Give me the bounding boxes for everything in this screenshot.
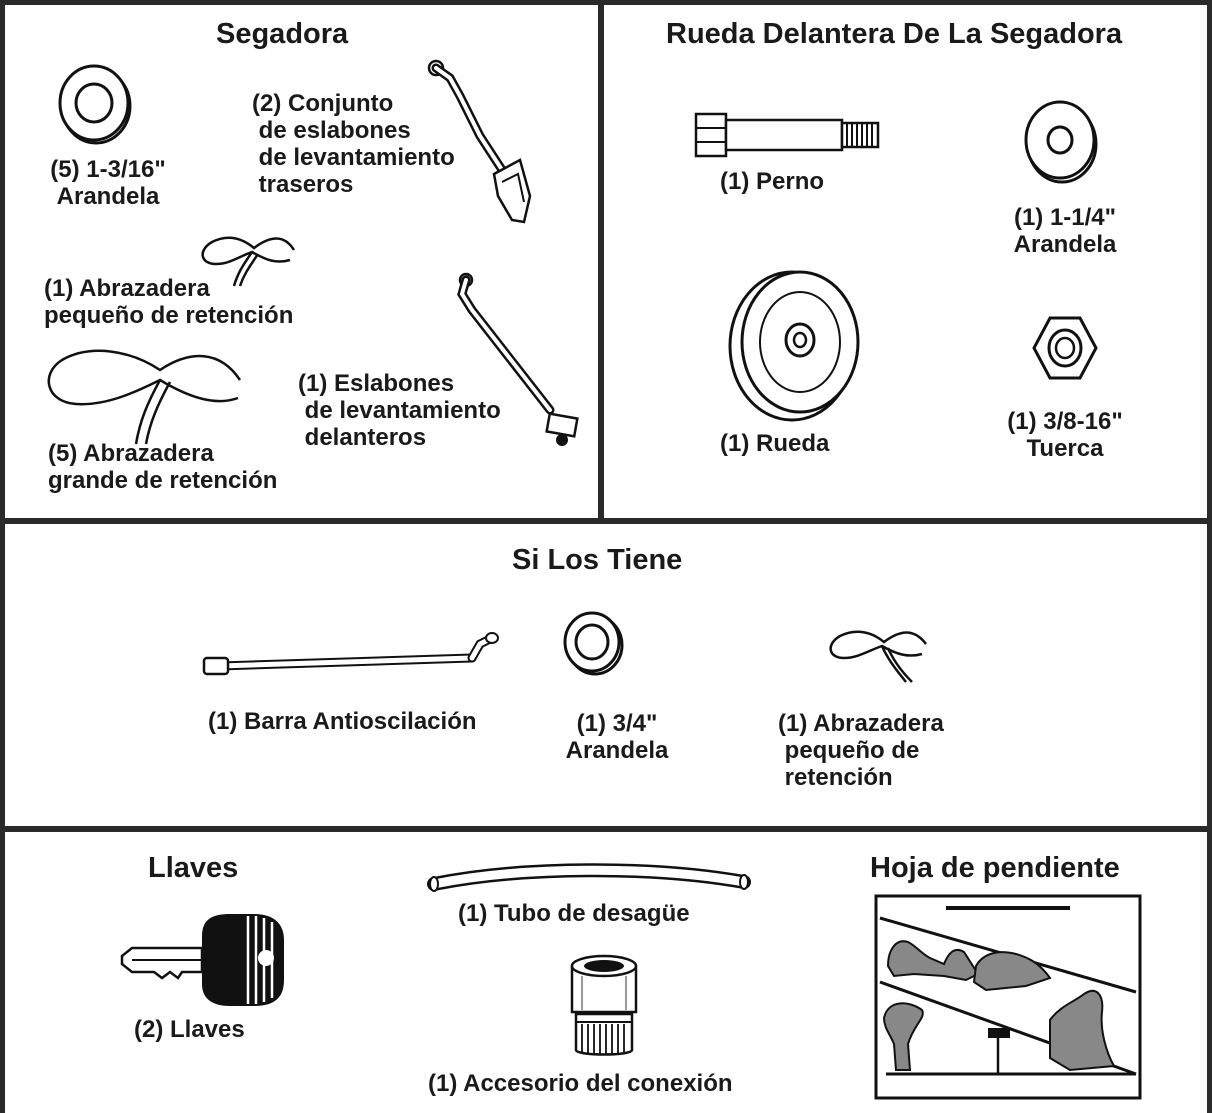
vertical-divider — [598, 0, 604, 522]
section-title-slope: Hoja de pendiente — [870, 852, 1120, 884]
section-title-keys: Llaves — [148, 852, 239, 884]
large-hairpin-clip-icon — [47, 349, 242, 445]
outer-border-right — [1207, 0, 1212, 1113]
part-label-wheel: (1) Rueda — [720, 430, 830, 457]
part-label-front-lift-links: (1) Eslabones de levantamiento delantero… — [298, 370, 501, 451]
part-label-keys: (2) Llaves — [134, 1016, 245, 1043]
part-label-rear-lift-links: (2) Conjunto de eslabones de levantamien… — [252, 90, 455, 198]
washer-icon — [58, 64, 132, 145]
key-icon — [120, 914, 284, 1006]
part-label-drain-tube: (1) Tubo de desagüe — [458, 900, 690, 927]
horizontal-divider-2 — [0, 826, 1212, 832]
part-label-small-retaining-clip: (1) Abrazadera pequeño de retención — [44, 275, 294, 329]
drain-tube-icon — [427, 863, 751, 892]
section-title-mower: Segadora — [216, 18, 349, 50]
small-hairpin-clip-icon — [201, 236, 296, 287]
section-title-optional: Si Los Tiene — [512, 544, 683, 576]
hex-nut-icon — [1032, 316, 1098, 380]
shoulder-bolt-icon — [694, 112, 880, 158]
part-label-bolt: (1) Perno — [720, 168, 825, 195]
hose-fitting-icon — [570, 954, 638, 1056]
anti-sway-bar-icon — [202, 632, 499, 676]
part-label-anti-sway-bar: (1) Barra Antioscilación — [208, 708, 477, 735]
front-lift-link-icon — [457, 272, 579, 446]
part-label-hose-fitting: (1) Accesorio del conexión — [428, 1070, 733, 1097]
part-label-hex-nut: (1) 3/8-16" Tuerca — [1007, 408, 1123, 462]
part-label-small-retaining-clip-optional: (1) Abrazadera pequeño de retención — [778, 710, 944, 791]
section-title-front-wheel: Rueda Delantera De La Segadora — [666, 18, 1123, 50]
horizontal-divider-1 — [0, 518, 1212, 524]
outer-border-top — [0, 0, 1212, 5]
part-label-washer-1-3-16: (5) 1-3/16" Arandela — [50, 156, 166, 210]
wheel-icon — [728, 270, 860, 422]
part-label-washer-3-4: (1) 3/4" Arandela — [565, 710, 669, 764]
washer-icon — [563, 611, 624, 676]
washer-icon — [1024, 100, 1098, 184]
rear-lift-link-icon — [427, 59, 532, 224]
small-hairpin-clip-icon — [829, 630, 927, 683]
slope-gauge-sheet-icon — [874, 894, 1142, 1100]
part-label-washer-1-1-4: (1) 1-1/4" Arandela — [1013, 204, 1117, 258]
outer-border-left — [0, 0, 5, 1113]
part-label-large-retaining-clip: (5) Abrazadera grande de retención — [48, 440, 278, 494]
